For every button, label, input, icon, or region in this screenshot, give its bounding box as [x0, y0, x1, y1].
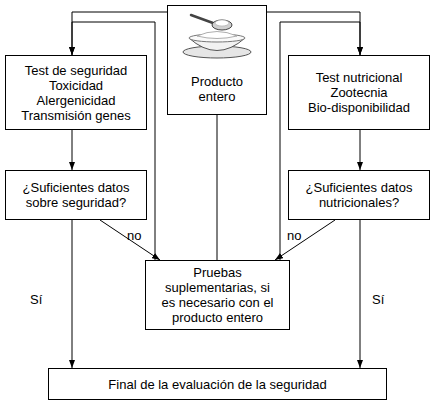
node-text: Bio-disponibilidad: [308, 100, 410, 115]
decision-box: ¿Suficientes datos nutricionales?: [288, 170, 430, 220]
edge-label: no: [127, 228, 141, 243]
flow-connector: [275, 220, 335, 260]
flow-connector: [267, 12, 360, 55]
flow-connector: [72, 12, 167, 55]
terminal-box: Final de la evaluación de la seguridad: [48, 368, 387, 400]
node-text: Toxicidad: [49, 78, 103, 93]
node-text: Test nutricional: [316, 70, 403, 85]
node-text: Alergenicidad: [37, 93, 116, 108]
process-box: Pruebas suplementarias, si es necesario …: [145, 260, 290, 330]
product-box: Producto entero: [167, 5, 267, 115]
flow-connector: [72, 220, 73, 368]
decision-box: ¿Suficientes datos sobre seguridad?: [5, 170, 147, 220]
flow-connector: [217, 115, 218, 260]
flow-connector: [360, 220, 361, 368]
node-text: ¿Suficientes datos nutricionales?: [295, 180, 423, 210]
flow-connector: [100, 220, 160, 260]
flow-connector: [360, 130, 361, 170]
flow-connector: [72, 130, 73, 170]
node-text: Test de seguridad: [25, 63, 128, 78]
process-box: Test nutricionalZootecniaBio-disponibili…: [288, 55, 430, 130]
edge-label: Sí: [30, 292, 42, 307]
node-text: Transmisión genes: [21, 108, 130, 123]
process-box: Test de seguridadToxicidadAlergenicidadT…: [5, 55, 147, 130]
node-text: Zootecnia: [330, 85, 387, 100]
node-text: ¿Suficientes datos sobre seguridad?: [12, 180, 140, 210]
edge-label: Sí: [372, 292, 384, 307]
node-text: Final de la evaluación de la seguridad: [108, 377, 326, 392]
node-text: Pruebas suplementarias, si es necesario …: [160, 265, 275, 325]
node-text: Producto entero: [172, 74, 262, 104]
edge-label: no: [287, 228, 301, 243]
